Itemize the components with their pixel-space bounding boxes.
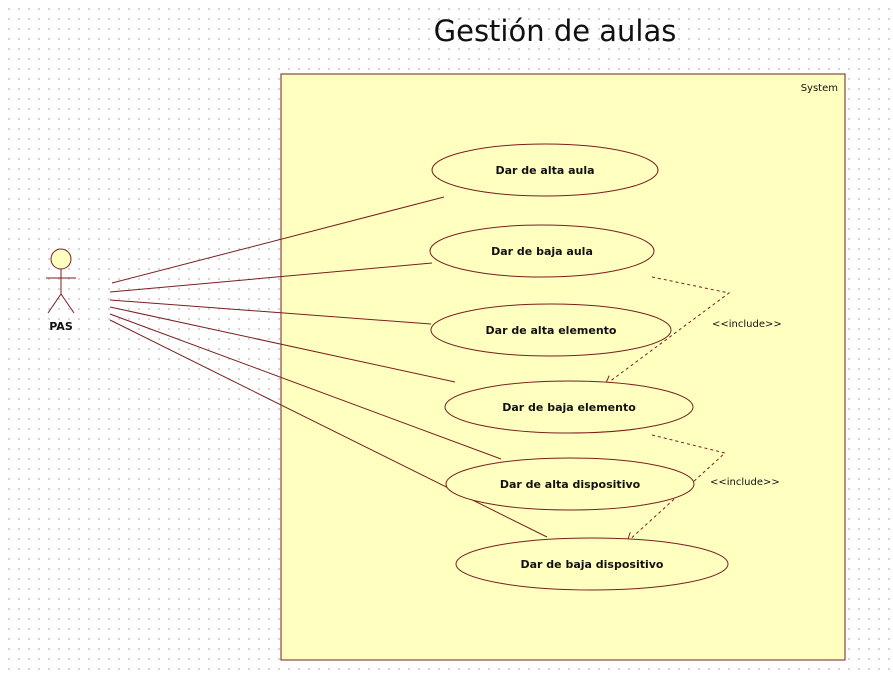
actor-head-icon [50, 248, 72, 270]
use-case-label: Dar de alta elemento [486, 324, 617, 337]
actor-left-leg-icon [47, 293, 62, 314]
use-case-dar-de-baja-elemento[interactable]: Dar de baja elemento [444, 380, 694, 434]
system-label: System [801, 83, 838, 94]
use-case-label: Dar de baja elemento [502, 401, 636, 414]
association-line-uc4[interactable] [109, 306, 456, 383]
use-case-dar-de-alta-dispositivo[interactable]: Dar de alta dispositivo [445, 457, 695, 511]
actor-right-leg-icon [60, 293, 75, 314]
actor-label: PAS [49, 320, 73, 333]
association-line-uc1[interactable] [111, 196, 445, 284]
actor-pas[interactable] [46, 248, 76, 314]
use-case-dar-de-alta-elemento[interactable]: Dar de alta elemento [430, 303, 672, 357]
include-relation-2[interactable]: <<include>> [626, 434, 780, 543]
use-case-dar-de-baja-aula[interactable]: Dar de baja aula [429, 224, 655, 278]
use-case-label: Dar de alta dispositivo [500, 478, 641, 491]
include-label-1: <<include>> [712, 319, 782, 330]
use-case-dar-de-baja-dispositivo[interactable]: Dar de baja dispositivo [455, 537, 729, 591]
diagram-title: Gestión de aulas [434, 14, 677, 48]
association-line-uc5[interactable] [109, 313, 502, 460]
use-case-dar-de-alta-aula[interactable]: Dar de alta aula [431, 143, 659, 197]
use-case-label: Dar de baja aula [491, 245, 593, 258]
include-relation-1[interactable]: <<include>> [604, 276, 782, 386]
include-label-2: <<include>> [710, 477, 780, 488]
association-line-uc2[interactable] [109, 262, 433, 293]
association-line-uc3[interactable] [109, 299, 432, 325]
use-case-label: Dar de alta aula [495, 164, 594, 177]
use-case-label: Dar de baja dispositivo [521, 558, 664, 571]
